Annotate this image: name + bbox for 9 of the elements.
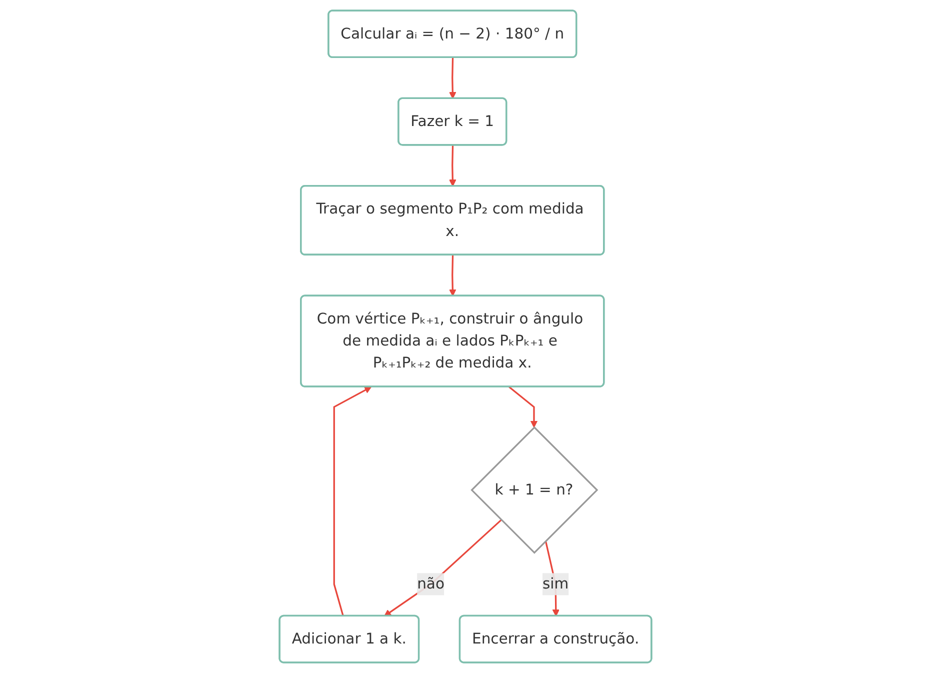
arrow [383, 519, 502, 616]
node-diamond: k + 1 = n? [470, 426, 598, 554]
arrow [448, 255, 456, 296]
edge-label: sim [542, 576, 568, 593]
arrow [448, 58, 456, 99]
edge-label: não [416, 576, 444, 593]
arrow [448, 145, 456, 187]
arrow [332, 386, 372, 616]
arrow [508, 386, 538, 428]
